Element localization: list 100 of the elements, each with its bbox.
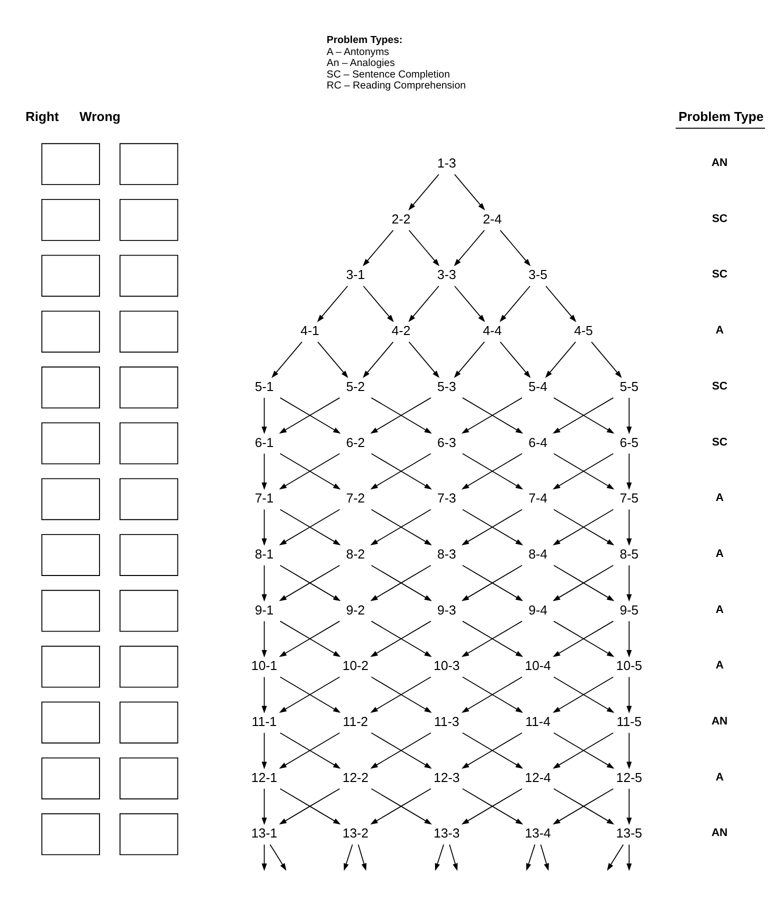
- node-text: 8-1: [254, 546, 274, 562]
- node-text: 10-5: [616, 658, 642, 674]
- node-box: [120, 254, 178, 297]
- node-text: 2-2: [392, 211, 411, 226]
- node-text: 12-4: [524, 770, 551, 785]
- node-text: 13-5: [616, 826, 642, 841]
- node-text: 10-2: [342, 658, 369, 674]
- node-box: [41, 310, 100, 353]
- arrow: [262, 509, 267, 546]
- node-text: 5-2: [346, 378, 365, 394]
- arrow: [626, 564, 632, 602]
- label: Wrong: [80, 109, 120, 124]
- node-box: [41, 422, 100, 464]
- node-text: 11-1: [252, 714, 277, 729]
- node-text: 2-4: [482, 211, 502, 226]
- node-text: 5-4: [528, 378, 548, 394]
- node-text: 13-3: [434, 826, 460, 841]
- label: AN: [712, 157, 728, 170]
- arrow: [626, 397, 632, 434]
- arrow: [270, 844, 286, 871]
- node-box: [41, 757, 100, 800]
- node-box: [120, 813, 178, 856]
- node-box: [120, 422, 178, 464]
- node-text: 5-3: [437, 378, 456, 394]
- label: An – Analogies: [326, 58, 395, 70]
- node-text: 4-1: [300, 323, 320, 338]
- node-text: 6-2: [346, 434, 365, 450]
- node-text: 12-5: [616, 770, 642, 785]
- node-box: [41, 702, 100, 744]
- label: A: [716, 548, 724, 560]
- node-box: [120, 757, 178, 800]
- arrow: [408, 342, 440, 378]
- arrow: [262, 397, 267, 434]
- node-text: 7-1: [254, 490, 274, 506]
- arrow: [454, 230, 485, 266]
- node-text: 10-4: [524, 658, 551, 674]
- node-text: 9-1: [254, 602, 274, 618]
- node-box: [120, 366, 178, 408]
- arrow: [545, 342, 576, 378]
- arrow: [362, 230, 394, 266]
- arrow: [408, 174, 440, 210]
- arrow: [540, 844, 549, 871]
- node-text: 3-3: [437, 267, 456, 282]
- node-text: 8-4: [528, 546, 548, 562]
- node-box: [120, 143, 178, 186]
- label: Right: [26, 109, 59, 124]
- node-text: 5-5: [620, 378, 639, 394]
- arrow: [317, 286, 348, 322]
- arrow: [454, 342, 485, 378]
- arrow: [626, 844, 632, 871]
- label: A: [716, 771, 724, 784]
- label: RC – Reading Comprehension: [326, 80, 466, 92]
- node-text: 6-1: [254, 434, 274, 450]
- label: SC: [712, 212, 728, 225]
- node-text: 13-1: [251, 826, 278, 841]
- arrow: [545, 286, 576, 322]
- node-text: 12-2: [342, 770, 369, 785]
- arrow: [262, 564, 267, 602]
- label: SC: [712, 268, 728, 281]
- arrow: [262, 732, 267, 770]
- node-text: 7-5: [620, 490, 639, 506]
- label: Problem Types:: [326, 34, 403, 46]
- node-text: 9-3: [437, 602, 456, 618]
- node-text: 3-5: [528, 267, 548, 282]
- arrow: [358, 844, 366, 871]
- arrow: [317, 342, 348, 378]
- arrow: [607, 844, 624, 871]
- node-text: 12-1: [251, 770, 278, 785]
- label: A: [716, 324, 724, 337]
- node-text: 10-1: [251, 658, 278, 674]
- node-text: 8-3: [437, 546, 456, 562]
- node-text: 6-3: [437, 434, 456, 450]
- label: A: [716, 660, 724, 672]
- arrow: [626, 620, 632, 658]
- node-text: 11-3: [434, 714, 460, 729]
- label: AN: [712, 716, 728, 728]
- label: Problem Type: [678, 109, 764, 124]
- node-box: [41, 590, 100, 632]
- node-text: 7-2: [346, 490, 365, 506]
- node-text: 9-4: [528, 602, 548, 618]
- label: SC: [712, 436, 728, 448]
- arrow: [500, 342, 531, 378]
- node-text: 7-3: [437, 490, 456, 506]
- node-text: 5-1: [254, 378, 274, 394]
- arrow: [500, 230, 531, 266]
- node-box: [120, 478, 178, 520]
- node-text: 4-4: [482, 323, 502, 338]
- node-text: 11-4: [525, 714, 550, 729]
- arrow: [626, 509, 632, 546]
- node-text: 6-5: [620, 434, 639, 450]
- arrow: [526, 844, 536, 871]
- node-text: 11-2: [342, 714, 368, 729]
- node-box: [41, 254, 100, 297]
- node-box: [120, 310, 178, 353]
- arrow: [591, 342, 622, 378]
- node-text: 9-5: [620, 602, 639, 618]
- arrow: [500, 286, 530, 322]
- arrow: [262, 844, 267, 871]
- arrow: [362, 342, 394, 378]
- node-box: [41, 199, 100, 241]
